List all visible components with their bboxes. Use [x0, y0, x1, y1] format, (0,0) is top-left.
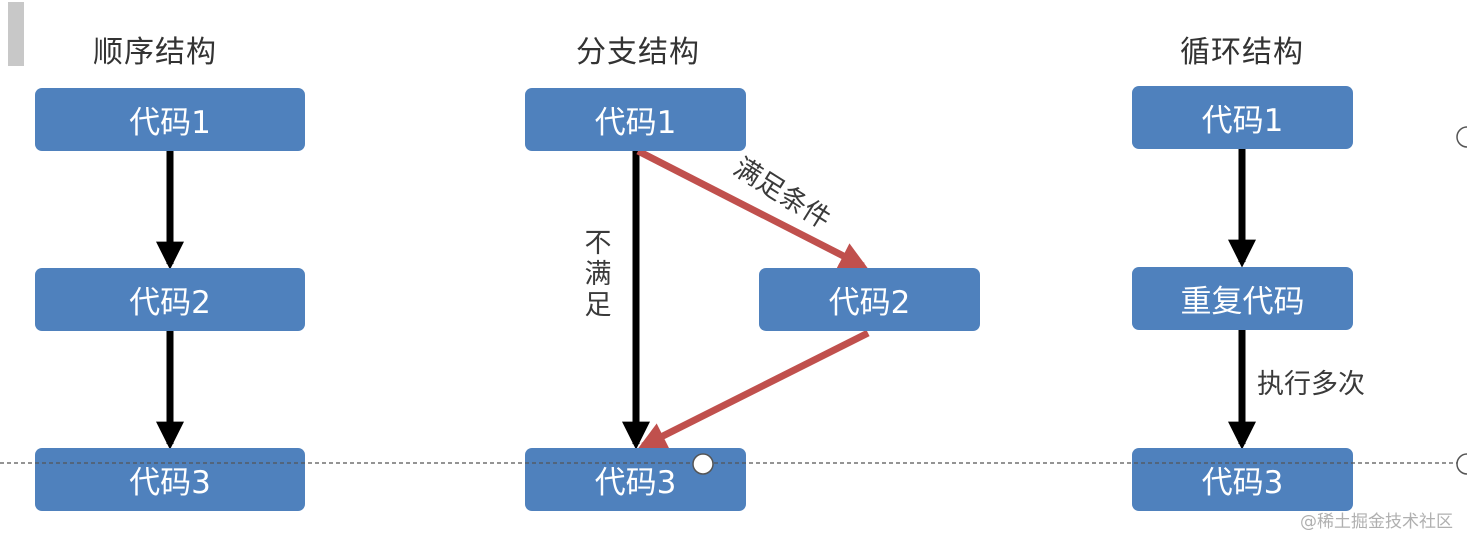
watermark: @稀土掘金技术社区 — [1300, 512, 1453, 532]
label-condition-not-met: 不满足 — [584, 228, 612, 321]
left-accent-bar — [8, 2, 24, 66]
branch-code-box-3: 代码3 — [525, 448, 746, 511]
seq-code-box-2: 代码2 — [35, 268, 305, 331]
branch-arrow-back — [637, 329, 870, 450]
branch-arrow-met — [636, 147, 868, 270]
loop-code-box-3: 代码3 — [1132, 448, 1353, 511]
branch-code-box-2: 代码2 — [759, 268, 980, 331]
seq-code-box-3: 代码3 — [35, 448, 305, 511]
seq-code-box-1: 代码1 — [35, 88, 305, 151]
loop-repeat-code-box: 重复代码 — [1132, 267, 1353, 330]
label-execute-multiple-times: 执行多次 — [1257, 369, 1365, 400]
heading-branch: 分支结构 — [576, 35, 700, 70]
heading-loop: 循环结构 — [1180, 35, 1304, 70]
loop-code-box-1: 代码1 — [1132, 86, 1353, 149]
heading-sequential: 顺序结构 — [93, 35, 217, 70]
branch-code-box-1: 代码1 — [525, 88, 746, 151]
